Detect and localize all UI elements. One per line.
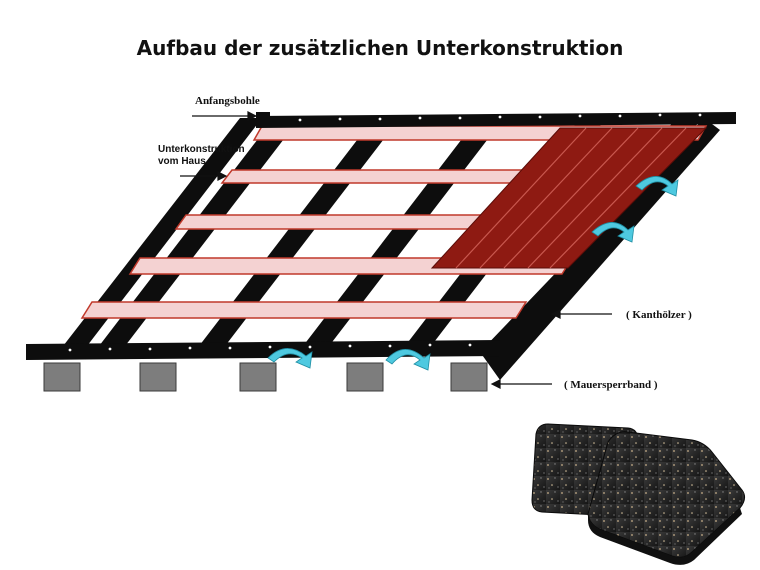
label-mauersperrband: ( Mauersperrband ) (564, 379, 658, 391)
label-vom-haus: vom Haus (158, 156, 206, 167)
curved-arrow-icon (267, 348, 313, 369)
rubber-pad (587, 431, 746, 558)
foundation-block (43, 362, 81, 392)
bottom-plank-screws (68, 343, 472, 352)
label-unterkonstruktion: Unterkonstruktion (158, 144, 245, 155)
foundation-block (450, 362, 488, 392)
pointer-arrows (180, 111, 612, 389)
label-anfangsbohle: Anfangsbohle (195, 95, 260, 107)
rubber-pad-image (531, 423, 746, 565)
foundation-blocks (43, 362, 488, 392)
deck-board-line (527, 127, 663, 269)
airflow-arrows (267, 176, 679, 371)
decking-boards (430, 127, 708, 269)
arrow-right-icon (217, 171, 228, 181)
curved-arrow-icon (591, 222, 635, 243)
start-plank (256, 112, 736, 128)
curved-arrow-icon (385, 349, 431, 371)
diagram-title: Aufbau der zusätzlichen Unterkonstruktio… (136, 36, 624, 60)
edge-beam (480, 118, 720, 380)
curved-arrow-icon (635, 176, 679, 197)
foundation-block (346, 362, 384, 392)
anfangsbohle-plank (256, 112, 736, 128)
deck-board-line (503, 127, 639, 269)
foundation-block (139, 362, 177, 392)
decking-area (430, 127, 708, 269)
bottom-plank (26, 340, 500, 360)
label-kanthoelzer: ( Kanthölzer ) (626, 309, 692, 321)
bottom-plank-bar (26, 340, 500, 360)
arrow-right-icon (247, 111, 258, 121)
plank-screws (298, 113, 702, 122)
deck-board-line (455, 127, 587, 269)
deck-board-line (549, 127, 687, 269)
rubber-pad-edge (588, 508, 742, 565)
arrow-left-icon (550, 309, 561, 319)
deck-board-line (479, 127, 613, 269)
plank-end (256, 112, 270, 126)
arrow-left-icon (490, 379, 501, 389)
joist (80, 301, 528, 319)
foundation-block (239, 362, 277, 392)
